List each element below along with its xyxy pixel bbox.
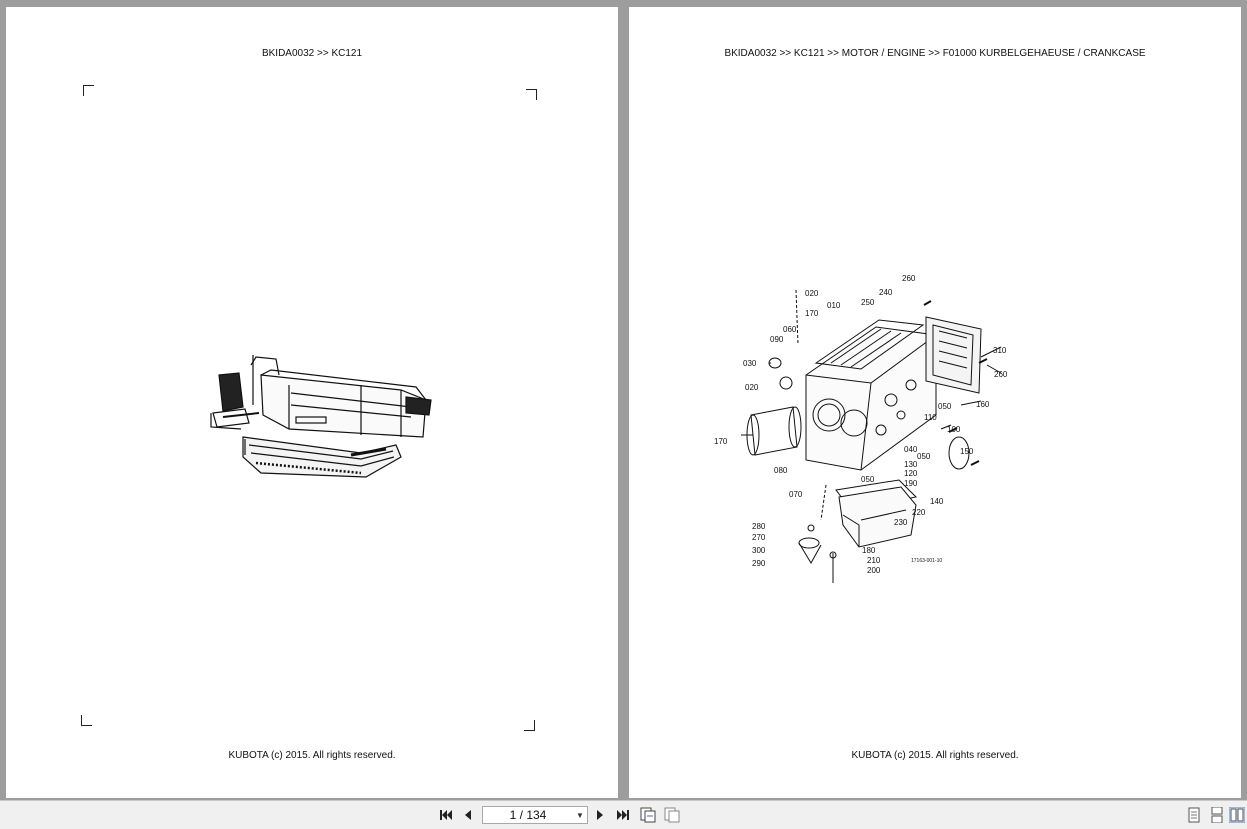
- next-page-icon[interactable]: [592, 807, 608, 823]
- svg-text:230: 230: [894, 518, 908, 527]
- page-footer: KUBOTA (c) 2015. All rights reserved.: [228, 750, 396, 761]
- svg-text:150: 150: [960, 447, 974, 456]
- page-number-select[interactable]: 1 / 134 ▼: [482, 806, 588, 824]
- svg-text:170: 170: [805, 309, 819, 318]
- svg-text:250: 250: [861, 298, 875, 307]
- svg-text:270: 270: [752, 533, 766, 542]
- svg-text:310: 310: [993, 346, 1007, 355]
- crop-mark-top-left: [83, 85, 94, 96]
- svg-text:050: 050: [861, 475, 875, 484]
- document-viewport[interactable]: BKIDA0032 >> KC121: [0, 0, 1247, 800]
- svg-text:110: 110: [924, 413, 937, 422]
- svg-text:180: 180: [862, 546, 876, 555]
- page-header: BKIDA0032 >> KC121: [261, 48, 363, 59]
- continuous-page-icon[interactable]: [1209, 807, 1225, 823]
- svg-text:260: 260: [994, 370, 1008, 379]
- svg-text:030: 030: [743, 359, 757, 368]
- svg-text:090: 090: [770, 335, 784, 344]
- svg-text:050: 050: [938, 402, 952, 411]
- first-page-icon[interactable]: [438, 807, 454, 823]
- svg-text:170: 170: [714, 437, 728, 446]
- crawler-carrier-illustration: [210, 355, 432, 478]
- document-page-left: BKIDA0032 >> KC121: [6, 7, 618, 798]
- svg-text:210: 210: [867, 556, 881, 565]
- page-footer: KUBOTA (c) 2015. All rights reserved.: [851, 750, 1019, 761]
- diagram-code: 17163-001-10: [911, 558, 942, 564]
- crankcase-exploded-diagram: 260 240 250 020 010 170 060 090 030 020 …: [714, 274, 1008, 583]
- part-number-labels: 260 240 250 020 010 170 060 090 030 020 …: [714, 274, 1008, 575]
- svg-text:140: 140: [930, 497, 944, 506]
- svg-text:300: 300: [752, 546, 766, 555]
- two-page-icon[interactable]: [1229, 807, 1245, 823]
- svg-text:240: 240: [879, 288, 893, 297]
- svg-text:120: 120: [904, 469, 918, 478]
- fit-page-icon[interactable]: [664, 807, 680, 823]
- svg-text:020: 020: [745, 383, 759, 392]
- navigation-toolbar: 1 / 134 ▼: [0, 800, 1247, 829]
- prev-page-icon[interactable]: [460, 807, 476, 823]
- svg-text:290: 290: [752, 559, 766, 568]
- svg-text:010: 010: [827, 301, 841, 310]
- crop-mark-bottom-left: [81, 715, 92, 726]
- svg-text:100: 100: [947, 425, 961, 434]
- fit-width-icon[interactable]: [640, 807, 656, 823]
- single-page-icon[interactable]: [1186, 807, 1202, 823]
- last-page-icon[interactable]: [615, 807, 631, 823]
- chevron-down-icon[interactable]: ▼: [576, 810, 584, 820]
- svg-text:130: 130: [904, 460, 918, 469]
- svg-text:040: 040: [904, 445, 918, 454]
- page-header: BKIDA0032 >> KC121 >> MOTOR / ENGINE >> …: [724, 48, 1146, 59]
- svg-text:060: 060: [783, 325, 797, 334]
- svg-text:200: 200: [867, 566, 881, 575]
- svg-text:020: 020: [805, 289, 819, 298]
- svg-text:190: 190: [904, 479, 918, 488]
- svg-text:260: 260: [902, 274, 916, 283]
- svg-text:280: 280: [752, 522, 766, 531]
- svg-text:160: 160: [976, 400, 990, 409]
- svg-text:070: 070: [789, 490, 803, 499]
- crop-mark-bottom-right: [524, 720, 535, 731]
- crop-mark-top-right: [526, 89, 537, 100]
- svg-text:050: 050: [917, 452, 931, 461]
- page-indicator: 1 / 134: [509, 808, 547, 822]
- svg-text:080: 080: [774, 466, 788, 475]
- svg-text:220: 220: [912, 508, 926, 517]
- document-page-right: BKIDA0032 >> KC121 >> MOTOR / ENGINE >> …: [629, 7, 1241, 798]
